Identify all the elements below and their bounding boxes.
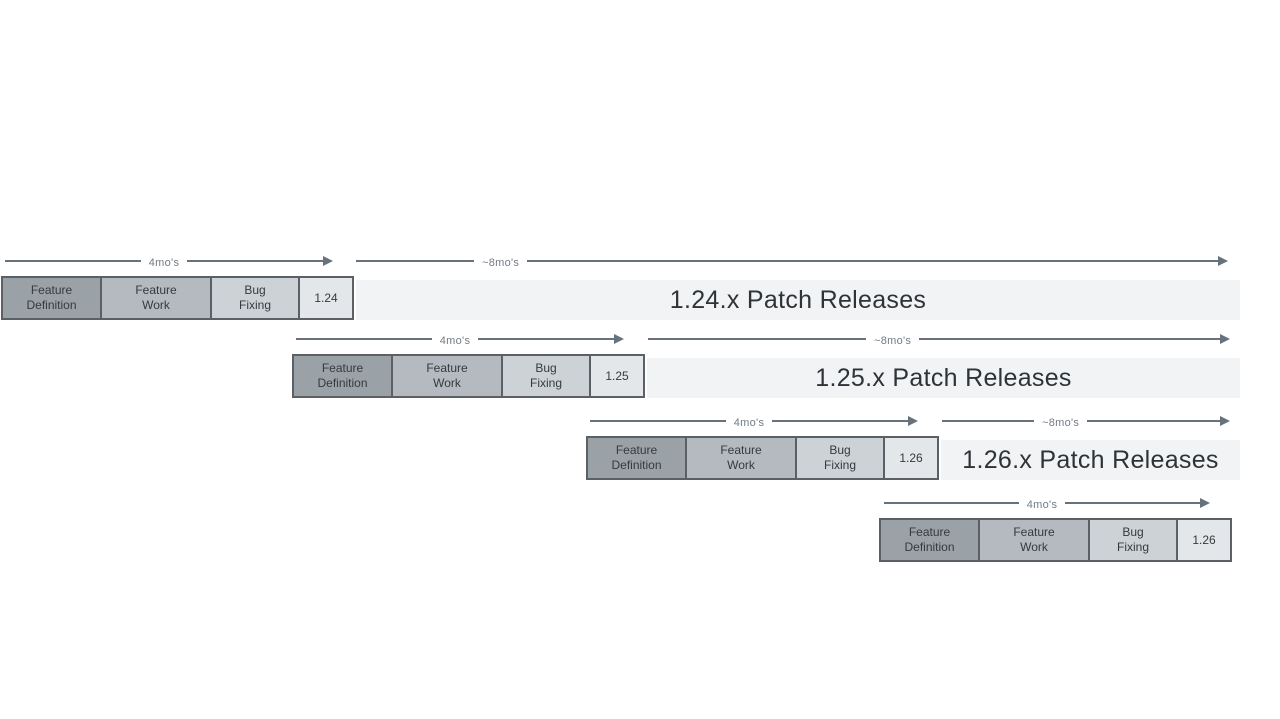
cycle-duration-label: 4mo's: [733, 417, 765, 429]
version-box: 1.24: [298, 278, 352, 318]
version-box: 1.26: [1176, 520, 1230, 560]
phase-bug-fixing: Bug Fixing: [795, 438, 883, 478]
release-cycle-bar-1-26: Feature Definition Feature Work Bug Fixi…: [586, 436, 939, 480]
arrow-head-icon: [614, 334, 624, 344]
arrow-line: [648, 338, 866, 340]
arrow-line: [478, 338, 614, 340]
cycle-duration-arrow: 4mo's: [296, 331, 624, 347]
arrow-head-icon: [1218, 256, 1228, 266]
phase-feature-definition: Feature Definition: [3, 278, 100, 318]
release-cycle-bar-1-24: Feature Definition Feature Work Bug Fixi…: [1, 276, 354, 320]
arrow-line: [590, 420, 726, 422]
patch-duration-label: ~8mo's: [874, 335, 912, 347]
arrow-line: [1087, 420, 1220, 422]
phase-feature-definition: Feature Definition: [294, 356, 391, 396]
patch-releases-bar-1-25: 1.25.x Patch Releases: [647, 358, 1240, 398]
version-box: 1.25: [589, 356, 643, 396]
cycle-duration-arrow: 4mo's: [5, 253, 333, 269]
arrow-line: [942, 420, 1034, 422]
release-cycle-bar-next: Feature Definition Feature Work Bug Fixi…: [879, 518, 1232, 562]
phase-feature-definition: Feature Definition: [588, 438, 685, 478]
patch-releases-bar-1-24: 1.24.x Patch Releases: [356, 280, 1240, 320]
phase-bug-fixing: Bug Fixing: [1088, 520, 1176, 560]
patch-releases-bar-1-26: 1.26.x Patch Releases: [941, 440, 1240, 480]
arrow-line: [5, 260, 141, 262]
patch-duration-arrow: ~8mo's: [648, 331, 1230, 347]
arrow-line: [356, 260, 474, 262]
phase-feature-work: Feature Work: [391, 356, 501, 396]
phase-feature-work: Feature Work: [100, 278, 210, 318]
arrow-head-icon: [908, 416, 918, 426]
version-box: 1.26: [883, 438, 937, 478]
cycle-duration-label: 4mo's: [439, 335, 471, 347]
cycle-duration-arrow: 4mo's: [884, 495, 1210, 511]
cycle-duration-label: 4mo's: [148, 257, 180, 269]
phase-bug-fixing: Bug Fixing: [501, 356, 589, 396]
arrow-head-icon: [323, 256, 333, 266]
phase-feature-work: Feature Work: [978, 520, 1088, 560]
arrow-line: [884, 502, 1019, 504]
patch-duration-label: ~8mo's: [482, 257, 520, 269]
release-cycle-bar-1-25: Feature Definition Feature Work Bug Fixi…: [292, 354, 645, 398]
arrow-line: [527, 260, 1218, 262]
phase-feature-work: Feature Work: [685, 438, 795, 478]
arrow-head-icon: [1200, 498, 1210, 508]
arrow-head-icon: [1220, 334, 1230, 344]
patch-duration-arrow: ~8mo's: [942, 413, 1230, 429]
phase-feature-definition: Feature Definition: [881, 520, 978, 560]
arrow-line: [772, 420, 908, 422]
phase-bug-fixing: Bug Fixing: [210, 278, 298, 318]
arrow-line: [919, 338, 1220, 340]
arrow-head-icon: [1220, 416, 1230, 426]
cycle-duration-arrow: 4mo's: [590, 413, 918, 429]
patch-duration-label: ~8mo's: [1042, 417, 1080, 429]
arrow-line: [296, 338, 432, 340]
arrow-line: [1065, 502, 1200, 504]
patch-duration-arrow: ~8mo's: [356, 253, 1228, 269]
arrow-line: [187, 260, 323, 262]
cycle-duration-label: 4mo's: [1026, 499, 1058, 511]
